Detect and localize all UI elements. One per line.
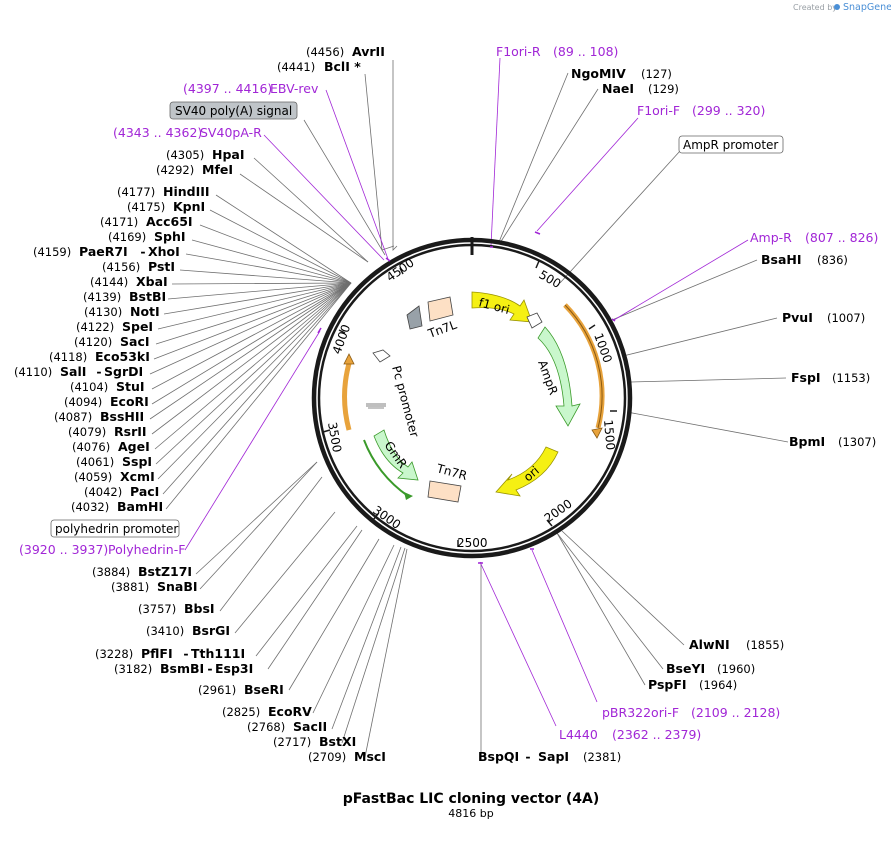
label-xbai: (4144)XbaI <box>90 274 168 289</box>
label-pspfi: PspFI(1964) <box>648 677 737 692</box>
tn7r-label: Tn7R <box>434 461 468 483</box>
label-ebv-rev: (4397 .. 4416)EBV-rev <box>183 81 319 96</box>
label-acc65i: (4171)Acc65I <box>100 214 193 229</box>
ampr-promoter-box-label: AmpR promoter <box>683 138 778 152</box>
label-ngomiv: NgoMIV(127) <box>571 66 672 81</box>
gmr-orf-arc <box>342 359 353 431</box>
label-sv40pa-r: (4343 .. 4362)SV40pA-R <box>113 125 262 140</box>
label-pflfi: (3228)PflFI - Tth111I <box>95 646 245 661</box>
label-f1ori-r: F1ori-R(89 .. 108) <box>496 44 618 59</box>
label-bspqi: BspQI - SapI(2381) <box>478 749 621 764</box>
tick-label-2500: 2500 <box>457 536 488 550</box>
label-bsrgi: (3410)BsrGI <box>146 623 230 638</box>
map-title: pFastBac LIC cloning vector (4A) <box>343 791 600 807</box>
label-pvui: PvuI(1007) <box>782 310 865 325</box>
label-avrii: (4456)AvrII <box>306 44 385 59</box>
label-msci: (2709)MscI <box>308 749 386 764</box>
gmr-green-arc <box>363 439 409 497</box>
label-bseri: (2961)BseRI <box>198 682 284 697</box>
label-snabi: (3881)SnaBI <box>111 579 198 594</box>
multiple-cloning-site-marks <box>366 403 386 409</box>
label-bsmbi: (3182)BsmBI - Esp3I <box>114 661 253 676</box>
ampr-orf-arc-outline <box>564 304 603 429</box>
label-bsshii: (4087)BssHII <box>54 409 144 424</box>
label-paci: (4042)PacI <box>84 484 159 499</box>
label-bamhi: (4032)BamHI <box>71 499 163 514</box>
gmr-green-arrowhead <box>404 492 413 500</box>
label-bcli: (4441)BclI * <box>277 59 361 74</box>
tn7r-feature <box>427 480 462 503</box>
map-subtitle: 4816 bp <box>448 807 493 820</box>
label-bstz17i: (3884)BstZ17I <box>92 564 192 579</box>
label-ecori: (4094)EcoRI <box>64 394 149 409</box>
label-agei: (4076)AgeI <box>72 439 150 454</box>
f1-ori-feature <box>471 291 533 323</box>
tick-label-3500: 3500 <box>325 421 344 454</box>
label-hindiii: (4177)HindIII <box>117 184 210 199</box>
tick-label-1500: 1500 <box>601 419 618 451</box>
label-sspi: (4061)SspI <box>76 454 152 469</box>
label-xcmi: (4059)XcmI <box>74 469 155 484</box>
label-bstxi: (2717)BstXI <box>273 734 356 749</box>
label-hpai: (4305)HpaI <box>166 147 245 162</box>
label-bpmi: BpmI(1307) <box>789 434 876 449</box>
label-rsrii: (4079)RsrII <box>68 424 147 439</box>
ampr-promoter-feature <box>526 312 543 329</box>
label-kpni: (4175)KpnI <box>127 199 205 214</box>
ring-ticks <box>322 260 617 547</box>
label-f1ori-f: F1ori-F(299 .. 320) <box>637 103 765 118</box>
primer-leader-lines <box>184 57 749 727</box>
label-eco53ki: (4118)Eco53kI <box>49 349 150 364</box>
label-pbr322ori-f: pBR322ori-F(2109 .. 2128) <box>602 705 780 720</box>
label-stui: (4104)StuI <box>70 379 145 394</box>
gmr-feature <box>373 429 419 481</box>
polyhedrin-promoter-box <box>50 519 180 538</box>
label-paer7i: (4159)PaeR7I - XhoI <box>33 244 180 259</box>
pc-promoter-feature <box>372 349 391 363</box>
tick-label-3000: 3000 <box>370 503 403 532</box>
credit-text: Created by <box>793 3 837 12</box>
label-polyhedrin-f: (3920 .. 3937)Polyhedrin-F <box>19 542 185 557</box>
label-ecorv: (2825)EcoRV <box>222 704 312 719</box>
gmr-orf-arrowhead <box>343 353 355 365</box>
label-bseyi: BseYI(1960) <box>666 661 755 676</box>
snapgene-logo-icon <box>834 4 840 10</box>
sv40-polya-box <box>169 101 298 120</box>
credit-brand: SnapGene <box>843 2 891 13</box>
label-bsahi: BsaHI(836) <box>761 252 848 267</box>
ampr-promoter-box <box>678 135 784 154</box>
backbone-ring-inner <box>317 243 627 553</box>
label-bstbi: (4139)BstBI <box>83 289 166 304</box>
polyhedrin-promoter-box-label: polyhedrin promoter <box>55 522 178 536</box>
label-spei: (4122)SpeI <box>76 319 153 334</box>
label-fspi: FspI(1153) <box>791 370 870 385</box>
enzyme-leader-lines <box>149 60 789 758</box>
label-bbsi: (3757)BbsI <box>138 601 215 616</box>
label-saci: (4120)SacI <box>74 334 150 349</box>
label-psti: (4156)PstI <box>102 259 175 274</box>
tn7l-feature <box>427 296 454 322</box>
label-naei: NaeI(129) <box>602 81 679 96</box>
ampr-orf-arrowhead <box>591 427 603 439</box>
sv40-polya-box-label: SV40 poly(A) signal <box>175 104 292 118</box>
label-l4440: L4440(2362 .. 2379) <box>559 727 701 742</box>
ampr-feature <box>537 326 581 427</box>
label-noti: (4130)NotI <box>84 304 160 319</box>
label-sacii: (2768)SacII <box>247 719 327 734</box>
tick-label-4000: 4000 <box>330 323 354 356</box>
pc-promoter-label: Pc promoter <box>389 364 422 439</box>
label-mfei: (4292)MfeI <box>156 162 233 177</box>
label-sphi: (4169)SphI <box>108 229 186 244</box>
primer-marks <box>317 231 616 564</box>
sv40-polya-feature <box>406 305 423 330</box>
label-amp-r: Amp-R(807 .. 826) <box>750 230 878 245</box>
ori-feature <box>495 446 559 497</box>
label-alwni: AlwNI(1855) <box>689 637 784 652</box>
backbone-ring-outer <box>311 237 633 559</box>
label-sali: (4110)SalI - SgrDI <box>14 364 143 379</box>
